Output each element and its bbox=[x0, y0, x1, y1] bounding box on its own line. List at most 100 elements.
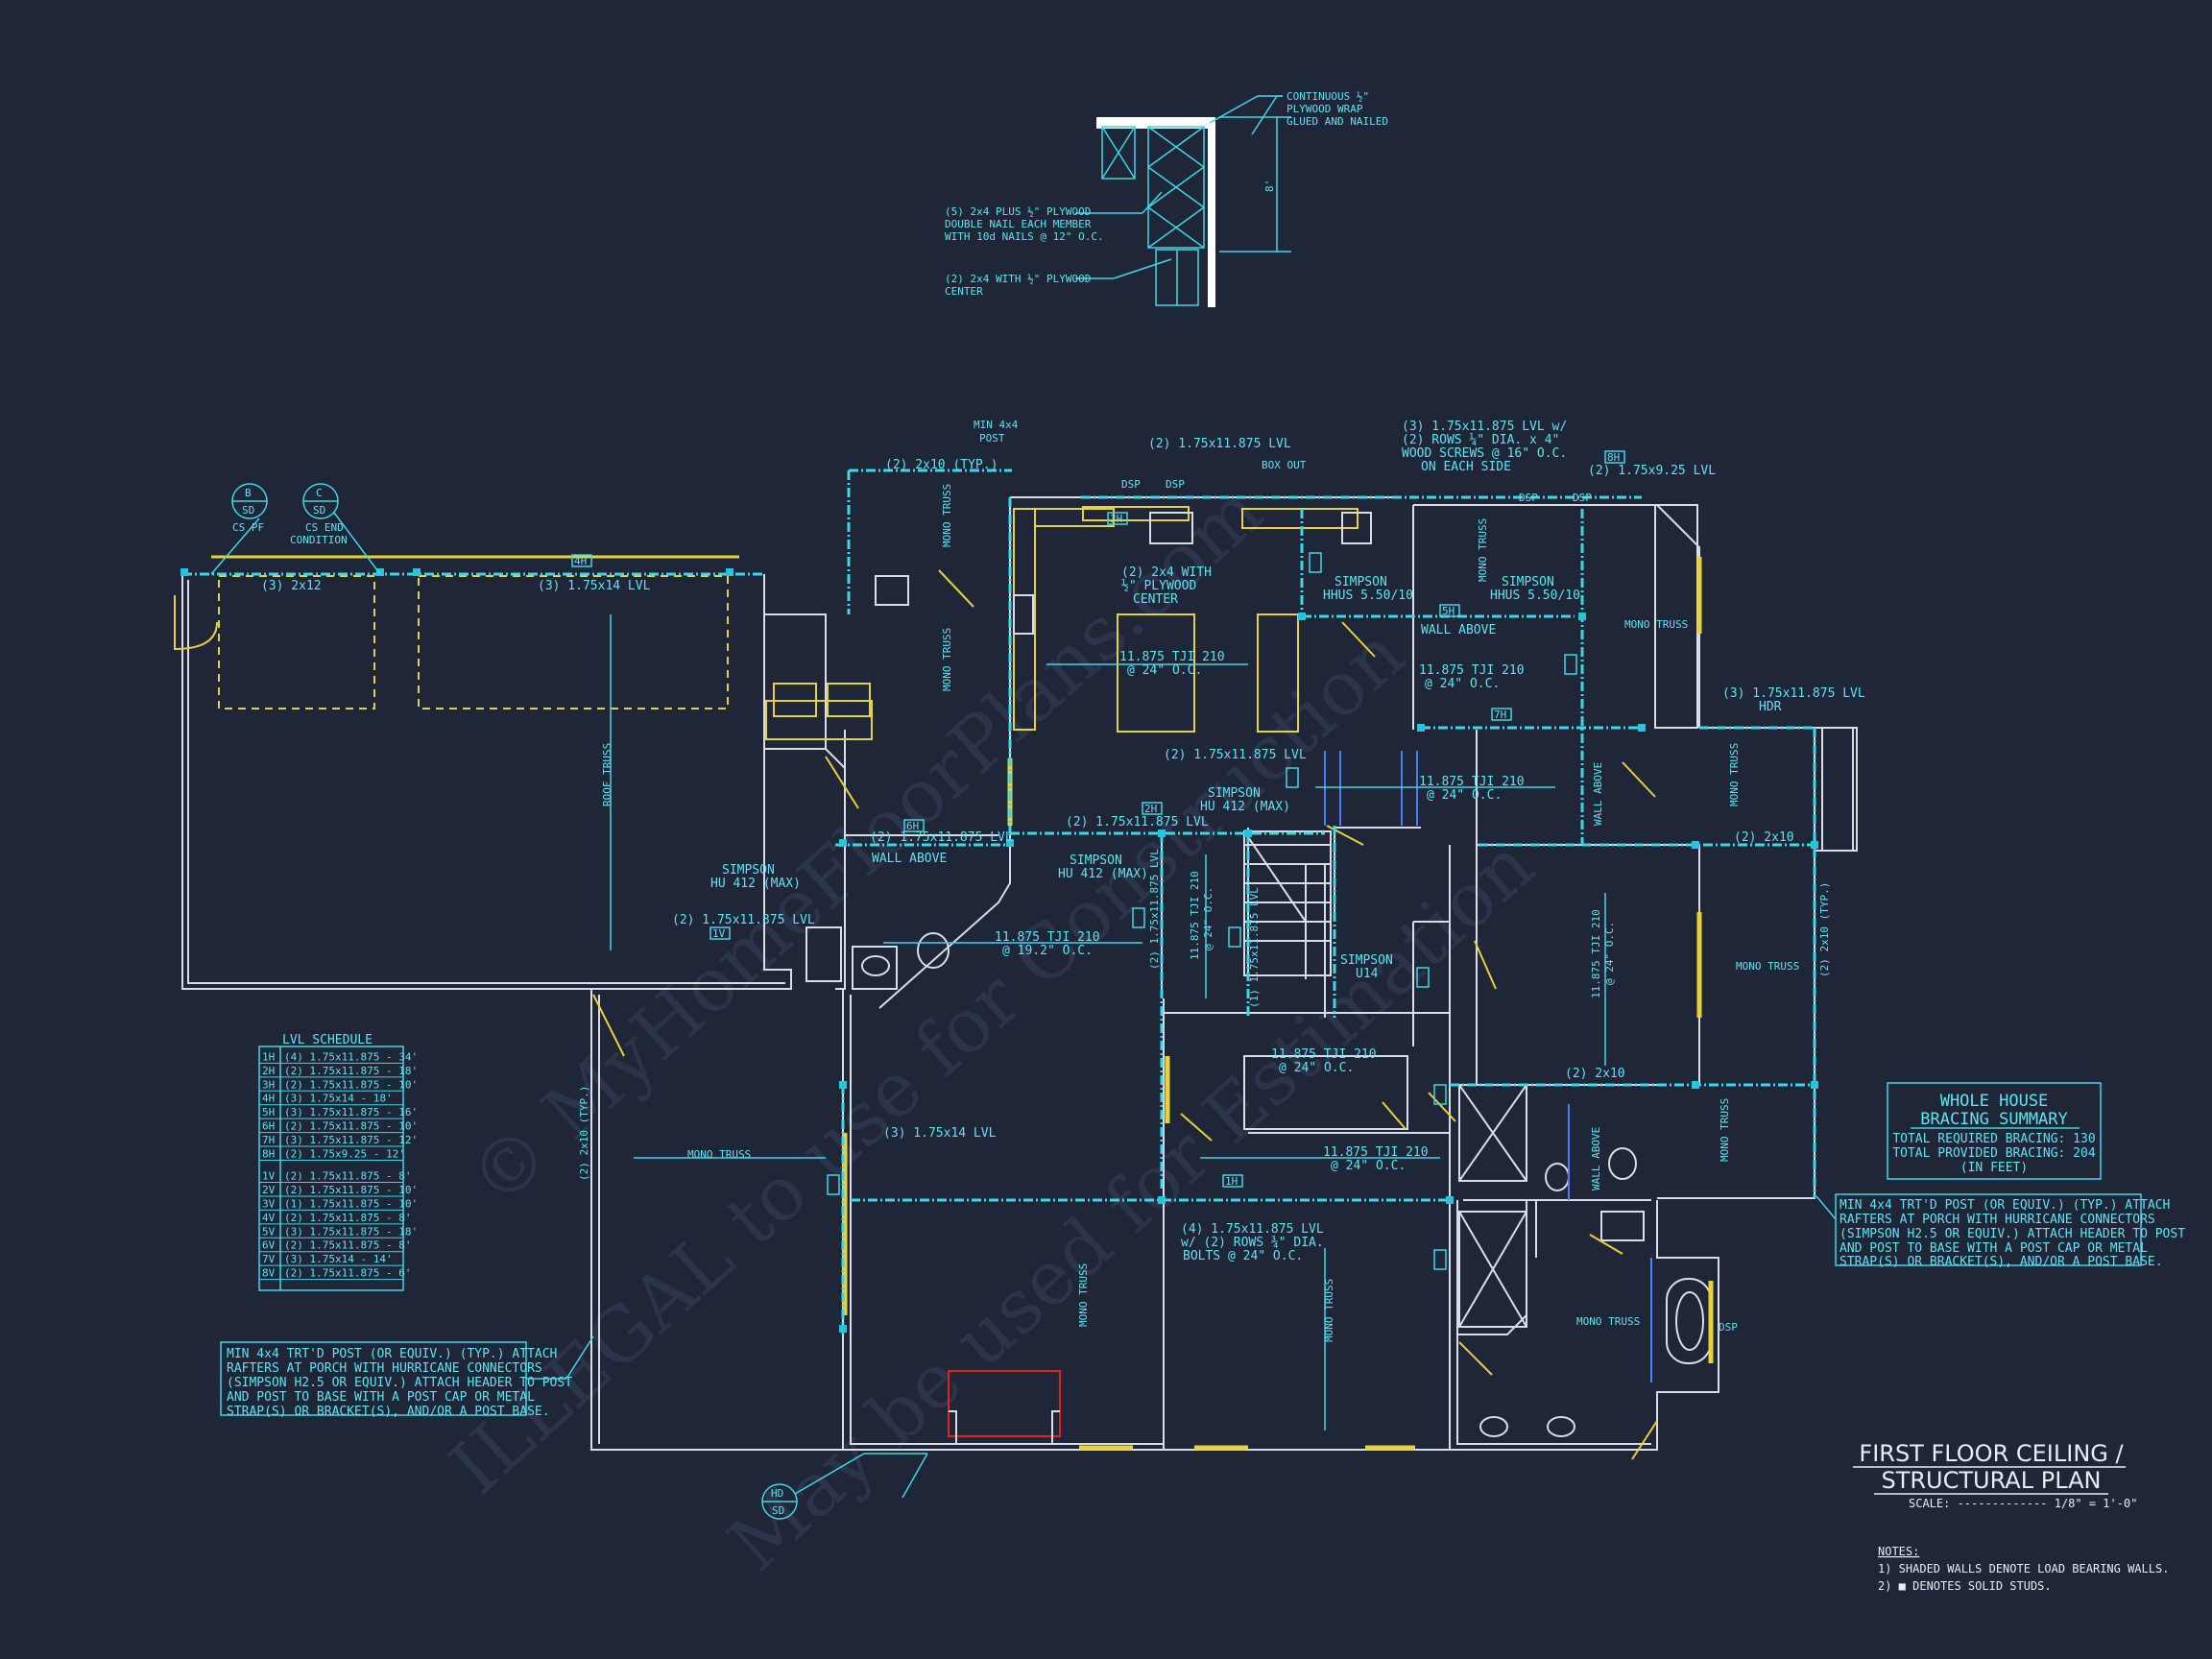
porch-note-left: MIN 4x4 TRT'D POST (OR EQUIV.) (TYP.) AT… bbox=[220, 1335, 594, 1419]
section-c-code: SD bbox=[313, 504, 325, 517]
lvl-row-tag: 1H bbox=[262, 1050, 275, 1063]
bracing-required: TOTAL REQUIRED BRACING: 130 bbox=[1892, 1132, 2095, 1146]
label-tji-mid-2: @ 24" O.C. bbox=[1425, 677, 1500, 691]
lvl-row-tag: 5V bbox=[262, 1225, 276, 1238]
label-simpson-hu2-b: HU 412 (MAX) bbox=[710, 877, 801, 891]
label-lvl-mid-2: (2) 1.75x11.875 LVL bbox=[1066, 815, 1209, 830]
bracing-provided: TOTAL PROVIDED BRACING: 204 bbox=[1892, 1146, 2095, 1161]
label-garage-header-2: (3) 1.75x14 LVL bbox=[538, 579, 651, 593]
label-mono-truss-11: MONO TRUSS bbox=[1719, 1098, 1731, 1162]
label-tji-mid-1: 11.875 TJI 210 bbox=[1419, 663, 1525, 678]
label-dsp-4: DSP bbox=[1573, 492, 1592, 504]
label-wall-above-1: WALL ABOVE bbox=[1421, 623, 1496, 637]
lvl-row-tag: 6H bbox=[262, 1120, 275, 1133]
lvl-row-tag: 5H bbox=[262, 1106, 275, 1118]
label-mono-truss-3: MONO TRUSS bbox=[1477, 518, 1489, 582]
label-dsp-2: DSP bbox=[1166, 478, 1185, 491]
svg-text:2H: 2H bbox=[1144, 803, 1157, 815]
svg-text:3H: 3H bbox=[1110, 513, 1122, 525]
label-lvl-porch: (2) 1.75x11.875 LVL bbox=[672, 913, 815, 927]
lvl-row-spec: (2) 1.75x11.875 - 8' bbox=[284, 1170, 411, 1183]
lvl-row-tag: 4V bbox=[262, 1212, 276, 1224]
bracing-unit: (IN FEET) bbox=[1960, 1161, 2028, 1175]
label-dsp-1: DSP bbox=[1121, 478, 1141, 491]
lvl-row-spec: (2) 1.75x11.875 - 8' bbox=[284, 1212, 411, 1224]
lvl-schedule-rows: 1H (4) 1.75x11.875 - 34' 2H (2) 1.75x11.875… bbox=[259, 1050, 418, 1281]
label-simpson-hu3-a: SIMPSON bbox=[1070, 854, 1122, 868]
label-mono-truss-9: MONO TRUSS bbox=[1323, 1279, 1335, 1342]
label-dsp-5: DSP bbox=[1719, 1321, 1738, 1334]
section-marker-c: C SD CS END CONDITION bbox=[290, 483, 381, 575]
note-1: 1) SHADED WALLS DENOTE LOAD BEARING WALL… bbox=[1878, 1562, 2169, 1575]
label-2x10-hall: (2) 2x10 bbox=[1565, 1067, 1625, 1081]
porch-note-right: MIN 4x4 TRT'D POST (OR EQUIV.) (TYP.) AT… bbox=[1815, 1193, 2185, 1269]
detail-wrap-3: GLUED AND NAILED bbox=[1286, 115, 1388, 128]
title-block: FIRST FLOOR CEILING / STRUCTURAL PLAN SC… bbox=[1853, 1440, 2169, 1593]
label-lvl-bolts-3: BOLTS @ 24" O.C. bbox=[1183, 1249, 1303, 1263]
lvl-row-tag: 2V bbox=[262, 1184, 276, 1196]
label-simpson-hu1-b: HU 412 (MAX) bbox=[1200, 800, 1290, 814]
label-dsp-3: DSP bbox=[1519, 492, 1538, 504]
lvl-row-spec: (4) 1.75x11.875 - 34' bbox=[284, 1050, 418, 1063]
label-lvl-v1: (2) 1.75x11.875 LVL bbox=[1148, 849, 1161, 970]
porch-note-left-3: (SIMPSON H2.5 OR EQUIV.) ATTACH HEADER T… bbox=[227, 1376, 572, 1390]
porch-note-right-5: STRAP(S) OR BRACKET(S), AND/OR A POST BA… bbox=[1839, 1255, 2163, 1269]
label-lvl-mid-1: (2) 1.75x11.875 LVL bbox=[870, 830, 1013, 845]
lvl-row-spec: (3) 1.75x11.875 - 12' bbox=[284, 1134, 418, 1146]
label-simpson-hu2-a: SIMPSON bbox=[722, 863, 775, 878]
label-roof-truss: ROOF TRUSS bbox=[601, 743, 613, 806]
lvl-row-tag: 4H bbox=[262, 1093, 275, 1105]
lvl-row-tag: 7V bbox=[262, 1253, 276, 1265]
detail-wrap-1: CONTINUOUS ½" bbox=[1286, 90, 1369, 103]
label-tji-v-1: 11.875 TJI 210 bbox=[1189, 871, 1201, 960]
label-lvl-screws-4: ON EACH SIDE bbox=[1421, 460, 1511, 474]
label-2x10-right: (2) 2x10 bbox=[1734, 830, 1794, 845]
lvl-row-tag: 2H bbox=[262, 1065, 275, 1077]
label-tji-laundry-2: @ 19.2" O.C. bbox=[1002, 944, 1093, 958]
label-wall-above-4: WALL ABOVE bbox=[1590, 1127, 1602, 1190]
label-lvl-v2: (1) 1.75x11.875 LVL bbox=[1248, 887, 1261, 1008]
watermark-line-3: May be used for Estimation bbox=[712, 822, 1550, 1588]
label-simpson-hhus-2a: SIMPSON bbox=[1502, 575, 1554, 589]
label-tji-kitchen-2: @ 24" O.C. bbox=[1127, 663, 1202, 678]
porch-note-right-1: MIN 4x4 TRT'D POST (OR EQUIV.) (TYP.) AT… bbox=[1839, 1198, 2170, 1213]
lvl-row-spec: (3) 1.75x14 - 18' bbox=[284, 1093, 393, 1105]
label-box-out: BOX OUT bbox=[1262, 459, 1307, 471]
svg-text:7H: 7H bbox=[1494, 709, 1506, 721]
section-hd-code: SD bbox=[772, 1504, 784, 1517]
label-mono-truss-8: MONO TRUSS bbox=[1077, 1263, 1090, 1327]
label-lvl-hdr-2: HDR bbox=[1759, 700, 1782, 714]
svg-text:4H: 4H bbox=[574, 555, 587, 567]
label-lvl14: (3) 1.75x14 LVL bbox=[883, 1126, 997, 1141]
label-tji-hall-2: @ 24" O.C. bbox=[1279, 1061, 1354, 1075]
label-simpson-hhus-1a: SIMPSON bbox=[1334, 575, 1387, 589]
beam-tags: 4H 3H 8H 5H 7H 2H 6H 1H 1V bbox=[571, 450, 1625, 1270]
section-b-caption: CS PF bbox=[232, 521, 264, 534]
lvl-row-spec: (3) 1.75x11.875 - 18' bbox=[284, 1225, 418, 1238]
lvl-row-tag: 6V bbox=[262, 1239, 276, 1252]
label-lvl-925: (2) 1.75x9.25 LVL bbox=[1588, 464, 1716, 478]
section-hd-letter: HD bbox=[771, 1487, 783, 1500]
lvl-row-spec: (1) 1.75x11.875 - 10' bbox=[284, 1197, 418, 1210]
lvl-row-tag: 8V bbox=[262, 1267, 276, 1280]
lvl-schedule-title: LVL SCHEDULE bbox=[282, 1033, 373, 1047]
label-tji-right-b: @ 24" O.C. bbox=[1427, 788, 1502, 803]
lvl-row-spec: (3) 1.75x11.875 - 16' bbox=[284, 1106, 418, 1118]
scale-label: SCALE: ------------- 1/8" = 1'-0" bbox=[1909, 1497, 2137, 1510]
detail-plus-1: (5) 2x4 PLUS ½" PLYWOOD bbox=[945, 205, 1091, 218]
label-mono-truss-4: MONO TRUSS bbox=[1624, 618, 1688, 631]
lvl-row-spec: (2) 1.75x11.875 - 8' bbox=[284, 1239, 411, 1252]
lvl-row-tag: 8H bbox=[262, 1147, 275, 1160]
label-lvl-screws-1: (3) 1.75x11.875 LVL w/ bbox=[1402, 420, 1567, 434]
section-c-caption-1: CS END bbox=[305, 521, 344, 534]
label-mono-truss-1: MONO TRUSS bbox=[941, 484, 953, 547]
note-2: 2) ■ DENOTES SOLID STUDS. bbox=[1878, 1579, 2052, 1593]
lvl-row-tag: 3H bbox=[262, 1078, 275, 1091]
porch-note-left-2: RAFTERS AT PORCH WITH HURRICANE CONNECTO… bbox=[227, 1361, 542, 1376]
svg-text:1V: 1V bbox=[712, 927, 726, 940]
label-mono-truss-2: MONO TRUSS bbox=[941, 628, 953, 691]
svg-text:6H: 6H bbox=[906, 820, 919, 832]
detail-height: 8' bbox=[1263, 180, 1276, 192]
porch-note-left-4: AND POST TO BASE WITH A POST CAP OR META… bbox=[227, 1390, 535, 1405]
